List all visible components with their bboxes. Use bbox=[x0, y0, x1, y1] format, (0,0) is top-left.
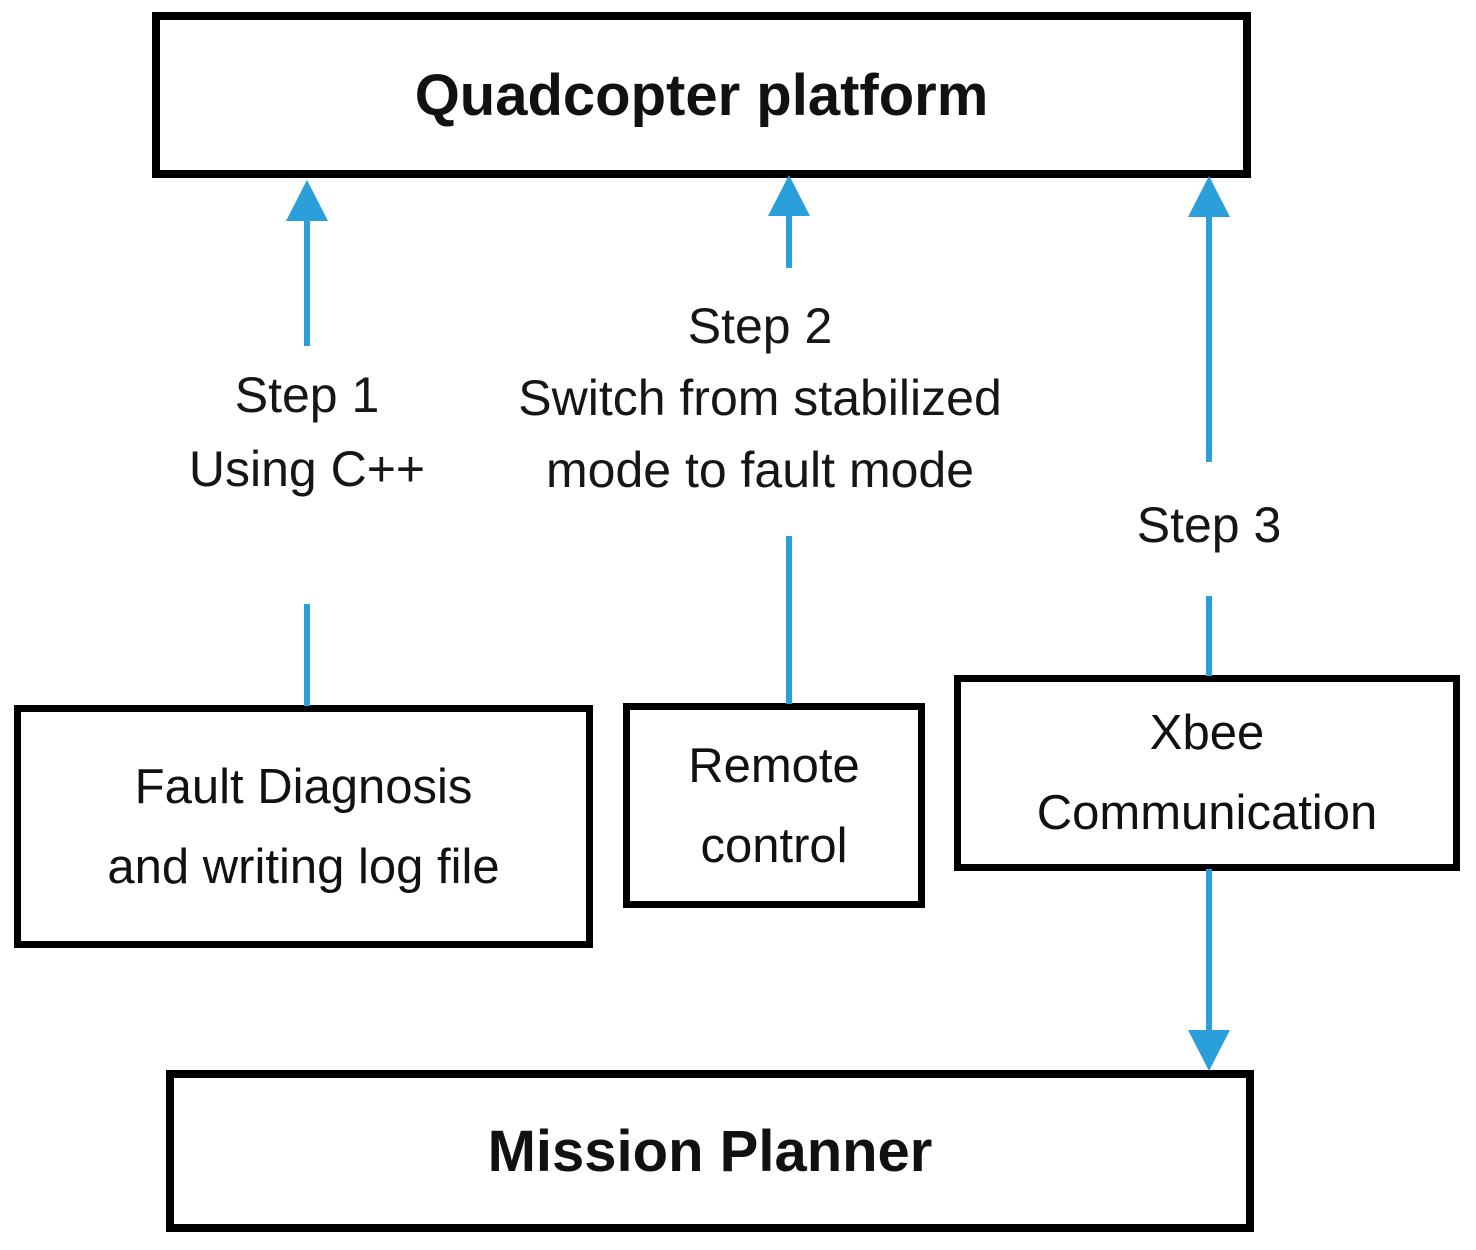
arrowhead-up-step3-icon bbox=[1188, 176, 1230, 217]
node-quadcopter-platform: Quadcopter platform bbox=[152, 12, 1251, 178]
arrow-line-step2-lower bbox=[786, 536, 792, 704]
node-fault-diagnosis-label: Fault Diagnosis and writing log file bbox=[107, 759, 500, 894]
arrowhead-up-step2-icon bbox=[768, 175, 810, 216]
node-xbee-communication-label: Xbee Communication bbox=[1036, 706, 1378, 840]
node-xbee-communication: Xbee Communication bbox=[954, 675, 1460, 871]
arrow-line-step1-upper bbox=[304, 218, 310, 346]
node-mission-planner: Mission Planner bbox=[166, 1070, 1254, 1232]
arrowhead-down-mission-icon bbox=[1188, 1030, 1230, 1071]
node-fault-diagnosis: Fault Diagnosis and writing log file bbox=[14, 705, 593, 948]
arrow-line-xbee-to-mission bbox=[1206, 869, 1212, 1032]
node-quadcopter-platform-label: Quadcopter platform bbox=[414, 62, 989, 128]
arrow-line-step2-upper bbox=[786, 213, 792, 268]
node-remote-control: Remote control bbox=[623, 703, 925, 908]
node-remote-control-label: Remote control bbox=[688, 738, 860, 873]
arrow-line-step3-middle bbox=[1206, 596, 1212, 676]
arrow-line-step1-lower bbox=[304, 604, 310, 706]
node-mission-planner-label: Mission Planner bbox=[487, 1118, 933, 1184]
arrow-line-step3-upper bbox=[1206, 214, 1212, 462]
step2-label: Step 2 Switch from stabilized mode to fa… bbox=[518, 298, 1002, 498]
step1-label: Step 1 Using C++ bbox=[188, 367, 426, 497]
arrowhead-up-step1-icon bbox=[286, 180, 328, 221]
step3-label: Step 3 bbox=[1136, 497, 1282, 553]
